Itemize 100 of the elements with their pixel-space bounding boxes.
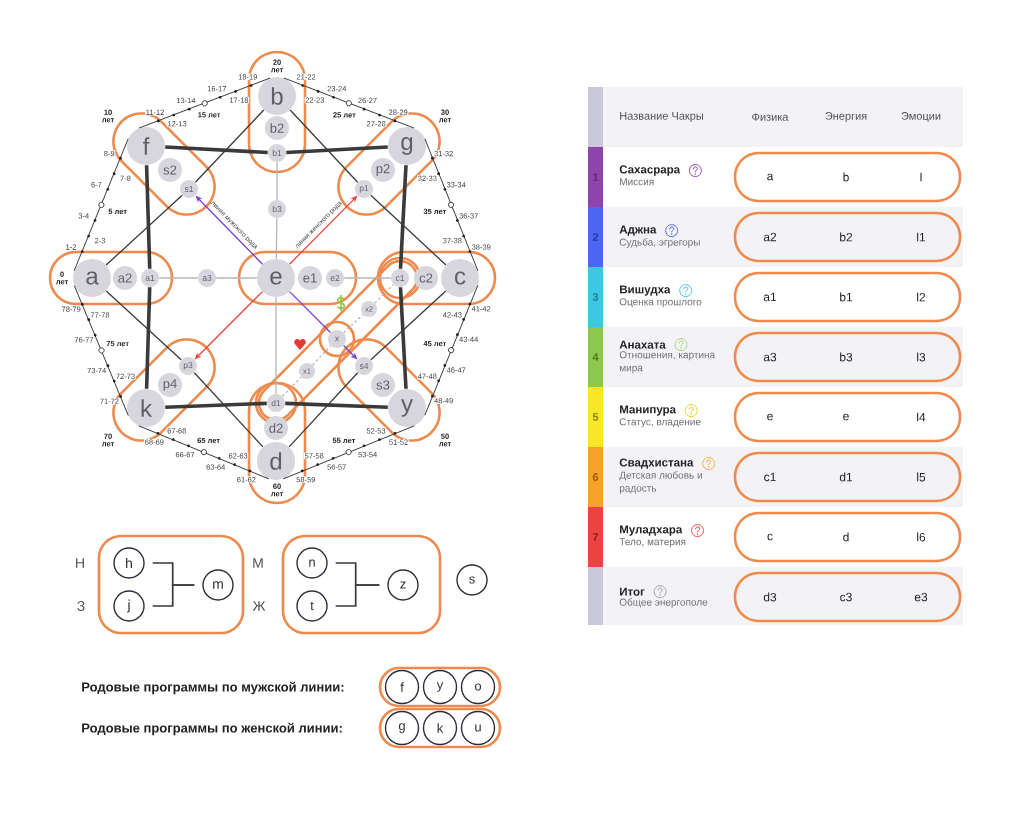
connector-line [289,290,332,334]
connector-line [289,109,359,183]
connector-line [281,376,302,397]
group-outline [378,666,502,708]
connector-line [282,425,415,480]
column-header: Энергия [825,112,867,122]
connector-line [275,296,277,395]
chakra-name: Муладхара [620,525,683,536]
chakra-description: Отношения, картина мира [619,351,716,374]
connector-line [144,165,152,269]
chakra-number: 4 [588,327,603,387]
chakra-name: Манипура [620,405,677,416]
connector-line [138,77,271,129]
connector-line [158,277,199,279]
cell-value: a2 [763,232,777,242]
chakra-number: 7 [588,507,603,567]
cell-value: l1 [917,232,926,242]
column-header: Физика [752,113,789,121]
cell-value: l4 [917,412,926,422]
column-header: Название Чакры [620,112,703,122]
chakra-name: Свадхистана [619,458,694,469]
cell-value: b [843,172,849,182]
cell-value: c3 [840,592,852,602]
cell-value: a1 [763,292,777,302]
connector-line [151,584,196,607]
row-caption: Родовые программы по женской линии: [82,722,342,736]
cell-value: l2 [917,292,926,302]
chakra-number: 1 [588,147,603,207]
group-outline [281,534,442,635]
cell-value: l6 [917,532,926,542]
connector-line [215,277,258,279]
group-outline [237,250,358,306]
cell-value: c1 [764,472,776,482]
connector-line [165,145,268,155]
chakra-description: Судьба, эгрегоры [619,238,700,248]
connector-line [276,161,278,201]
chakra-name: Аджна [619,225,657,236]
connector-line [286,145,388,155]
cell-value: e [767,413,773,421]
connector-line [424,284,479,416]
connector-line [138,425,270,480]
cell-value: d [843,532,849,542]
connector-line [424,138,479,272]
connector-line [144,287,152,389]
connector-line [398,287,408,389]
chakra-number: 3 [588,267,603,327]
side-letter: З [77,601,85,611]
connector-line [288,372,359,448]
chakra-description: Тело, материя [619,538,686,548]
cell-value: a [767,173,774,181]
cell-value: d1 [839,472,853,482]
connector-line [275,217,278,260]
chakra-number: 2 [588,207,603,267]
cell-value: a3 [763,352,777,362]
cell-value: l [920,172,922,182]
chakra-description: Детская любовь и радость [619,471,702,494]
cell-value: l3 [917,352,926,362]
group-outline [376,250,497,306]
group-outline [48,250,174,306]
connector-line [73,285,129,416]
cell-value: b3 [840,352,853,362]
cell-value: c [767,533,773,541]
connector-line [370,290,447,361]
connector-line [193,372,264,448]
column-header: Эмоции [901,112,941,122]
group-outline [378,707,502,749]
cell-value: b2 [840,232,853,242]
chakra-name: Сахасрара [619,165,681,176]
chakra-description: Миссия [620,178,654,186]
group-outline [97,534,245,635]
row-caption: Родовые программы по мужской линии: [82,681,344,695]
connector-line [165,401,267,410]
connector-line [343,277,392,279]
chakra-number: 6 [588,447,603,507]
side-letter: М [253,558,263,568]
connector-line [370,194,447,266]
connector-line [105,290,182,361]
cell-value: b1 [840,292,853,302]
cell-value: e3 [914,592,928,602]
connector-line [312,345,332,366]
chakra-name: Итог [620,587,645,596]
chakra-name: Вишудха [620,285,671,296]
connector-line [283,77,415,129]
cell-value: l5 [917,472,926,482]
chakra-description: Оценка прошлого [619,298,702,308]
cell-value: d3 [763,592,777,602]
side-letter: Ж [252,601,266,611]
cell-value: e [843,413,849,421]
connector-line [343,314,364,334]
connector-line [398,165,408,269]
connector-line [194,109,265,183]
chakra-name: Анахата [619,340,666,349]
connector-line [334,584,381,607]
connector-line [73,138,129,272]
connector-line [105,194,183,266]
chakra-number: 5 [588,387,603,447]
chakra-description: Статус, владение [619,418,701,428]
connector-line [285,401,388,410]
side-letter: Н [76,558,84,568]
chakra-description: Общее энергополе [619,598,708,608]
